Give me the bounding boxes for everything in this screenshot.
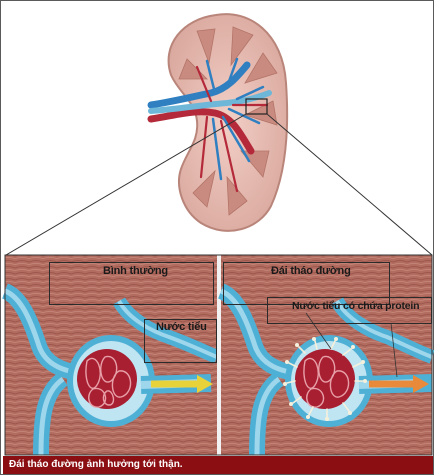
figure-caption: Đái tháo đường ảnh hưởng tới thận. (9, 459, 183, 470)
normal-label: Bình thường (103, 265, 168, 277)
urine-label: Nước tiểu (156, 321, 207, 333)
protein-urine-label: Nước tiểu có chứa protein (292, 300, 419, 312)
figure-caption-bar: Đái tháo đường ảnh hưởng tới thận. (3, 456, 433, 474)
zoom-line-right (267, 114, 432, 255)
kidney-illustration (151, 14, 287, 231)
diabetes-label: Đái tháo đường (271, 265, 351, 277)
